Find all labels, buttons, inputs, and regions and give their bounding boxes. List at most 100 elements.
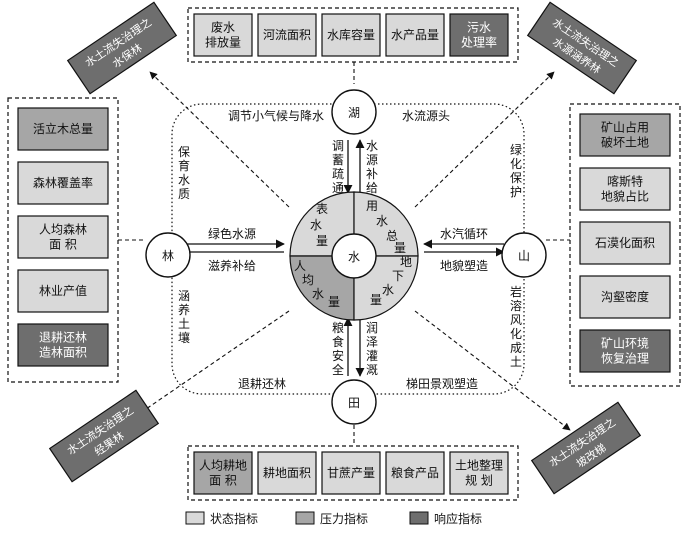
ring-br-char: 水 xyxy=(382,283,394,297)
label-water-source-supply: 补 xyxy=(366,167,378,181)
right-indicator-2-text: 石漠化面积 xyxy=(595,236,655,250)
label-water-quality: 质 xyxy=(178,187,190,201)
left-indicator-3-box xyxy=(17,269,109,313)
right-indicator-2-box xyxy=(579,221,671,265)
left-indicator-4-text: 造林面积 xyxy=(39,346,87,360)
bottom-indicator-1: 耕地面积 xyxy=(257,451,317,495)
arrow-to-top-left-box xyxy=(149,71,290,208)
label-water-vapor-cycle: 水汽循环 xyxy=(440,226,488,241)
bottom-indicator-0-box xyxy=(193,451,253,495)
left-indicator-4-text: 退耕还林 xyxy=(39,330,87,345)
label-irrigation: 润 xyxy=(366,321,378,335)
right-indicator-1-text: 喀斯特 xyxy=(607,174,643,189)
label-karst-weathering: 土 xyxy=(510,355,522,369)
label-karst-weathering: 岩 xyxy=(510,284,522,299)
ring-br-char: 地 xyxy=(400,255,412,269)
indicator-boxes: 废水排放量河流面积水库容量水产品量污水处理率人均耕地面 积耕地面积甘蔗产量粮食产… xyxy=(17,13,671,495)
label-irrigation: 泽 xyxy=(366,335,378,349)
label-greening-protection: 化 xyxy=(510,157,522,171)
bottom-indicator-4-text: 规 划 xyxy=(465,473,493,488)
arrow-to-bottom-right-box xyxy=(414,310,571,431)
ring-bl-char: 量 xyxy=(328,295,340,309)
label-greening-protection: 绿 xyxy=(510,142,522,157)
label-soil-conservation: 养 xyxy=(178,302,190,317)
label-water-quality: 育 xyxy=(178,158,190,173)
left-indicator-3-text: 林业产值 xyxy=(39,283,87,298)
lake-node-label: 湖 xyxy=(348,105,360,120)
bottom-indicator-3-box xyxy=(385,451,445,495)
water-node xyxy=(331,233,377,279)
top-indicator-1-text: 河流面积 xyxy=(263,28,311,42)
bottom-indicator-3-text: 粮食产品 xyxy=(391,465,439,480)
ring-tl-char: 水 xyxy=(310,218,322,232)
bottom-indicator-3: 粮食产品 xyxy=(385,451,445,495)
bottom-indicator-1-text: 耕地面积 xyxy=(263,465,311,480)
right-indicator-2: 石漠化面积 xyxy=(579,221,671,265)
right-indicator-3: 沟壑密度 xyxy=(579,275,671,319)
ring-tl-char: 表 xyxy=(316,202,328,216)
bottom-indicator-2-box xyxy=(321,451,381,495)
top-indicator-2: 水库容量 xyxy=(321,13,381,57)
label-storage-dredging: 蓄 xyxy=(332,153,344,167)
bottom-indicator-4-text: 土地整理 xyxy=(455,458,503,473)
right-indicator-4-text: 矿山环境 xyxy=(601,336,649,351)
label-terrace-landscape: 梯田景观塑造 xyxy=(406,376,478,391)
forest-node-label: 林 xyxy=(162,249,174,263)
label-water-source-supply: 源 xyxy=(366,153,378,167)
ring-bl-char: 均 xyxy=(302,273,314,287)
ring-tr-char: 总 xyxy=(386,229,398,243)
field-node-label: 田 xyxy=(348,396,360,410)
left-indicator-1-box xyxy=(17,161,109,205)
label-water-source-supply: 给 xyxy=(366,181,378,195)
label-storage-dredging: 调 xyxy=(332,139,344,153)
top-indicator-2-text: 水库容量 xyxy=(327,27,375,42)
label-food-security: 全 xyxy=(332,362,344,377)
ring-br-char: 下 xyxy=(392,269,404,283)
label-water-source: 水流源头 xyxy=(402,109,450,123)
top-indicator-4-text: 处理率 xyxy=(461,35,497,50)
label-return-farmland-to-forest: 退耕还林 xyxy=(238,376,286,391)
legend-swatch-1 xyxy=(295,511,315,525)
top-indicator-0-text: 废水 xyxy=(211,20,235,35)
label-landform-shaping: 地貌塑造 xyxy=(440,258,488,273)
right-indicator-0-text: 破坏土地 xyxy=(601,135,649,150)
label-green-water-source: 绿色水源 xyxy=(208,226,256,241)
label-karst-weathering: 化 xyxy=(510,327,522,341)
corner-top-left-box xyxy=(66,1,178,95)
label-food-security: 安 xyxy=(332,348,344,363)
ring-bl-char: 人 xyxy=(294,259,306,273)
field-node xyxy=(331,379,377,425)
mountain-node xyxy=(501,232,547,278)
top-indicator-2-box xyxy=(321,13,381,57)
top-indicator-4-box xyxy=(449,13,509,57)
bottom-indicator-2: 甘蔗产量 xyxy=(321,451,381,495)
label-irrigation: 灌 xyxy=(366,349,378,363)
label-water-quality: 水 xyxy=(178,173,190,187)
label-climate-regulation: 调节小气候与降水 xyxy=(228,108,324,123)
bottom-indicator-0-text: 人均耕地 xyxy=(199,458,247,473)
bottom-indicator-0-text: 面 积 xyxy=(209,474,237,488)
label-water-quality: 保 xyxy=(178,145,190,159)
left-indicator-0: 活立木总量 xyxy=(17,107,109,151)
forest-node xyxy=(145,232,191,278)
left-indicator-0-text: 活立木总量 xyxy=(33,121,93,136)
top-indicator-0-text: 排放量 xyxy=(205,35,241,50)
lake-node xyxy=(331,89,377,135)
bottom-indicator-4-box xyxy=(449,451,509,495)
top-indicator-1: 河流面积 xyxy=(257,13,317,57)
top-indicator-frame xyxy=(187,7,519,63)
label-greening-protection: 保 xyxy=(510,171,522,185)
label-soil-conservation: 涵 xyxy=(178,289,190,303)
ring-tr-char: 量 xyxy=(394,241,406,255)
label-storage-dredging: 通 xyxy=(332,181,344,195)
